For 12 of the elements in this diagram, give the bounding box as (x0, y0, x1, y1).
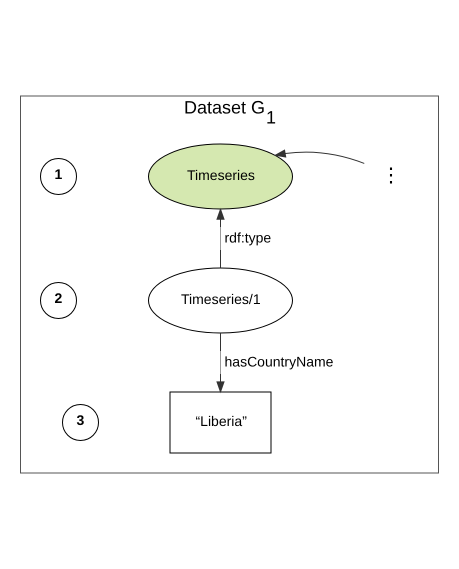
node-text: ⋮ (381, 164, 401, 186)
node-ellipse: Timeseries/1 (148, 268, 293, 334)
node-circle: 1 (40, 158, 77, 195)
arrow (216, 208, 225, 268)
node-ellipse: Timeseries (148, 144, 293, 210)
arrow (216, 332, 225, 394)
node-circle: 3 (62, 404, 99, 441)
node-box: “Liberia” (170, 392, 272, 454)
edge-label: hasCountryName (224, 354, 334, 370)
node-circle: 2 (40, 282, 77, 319)
edge-label: rdf:type (224, 230, 272, 246)
arrow (274, 149, 365, 164)
